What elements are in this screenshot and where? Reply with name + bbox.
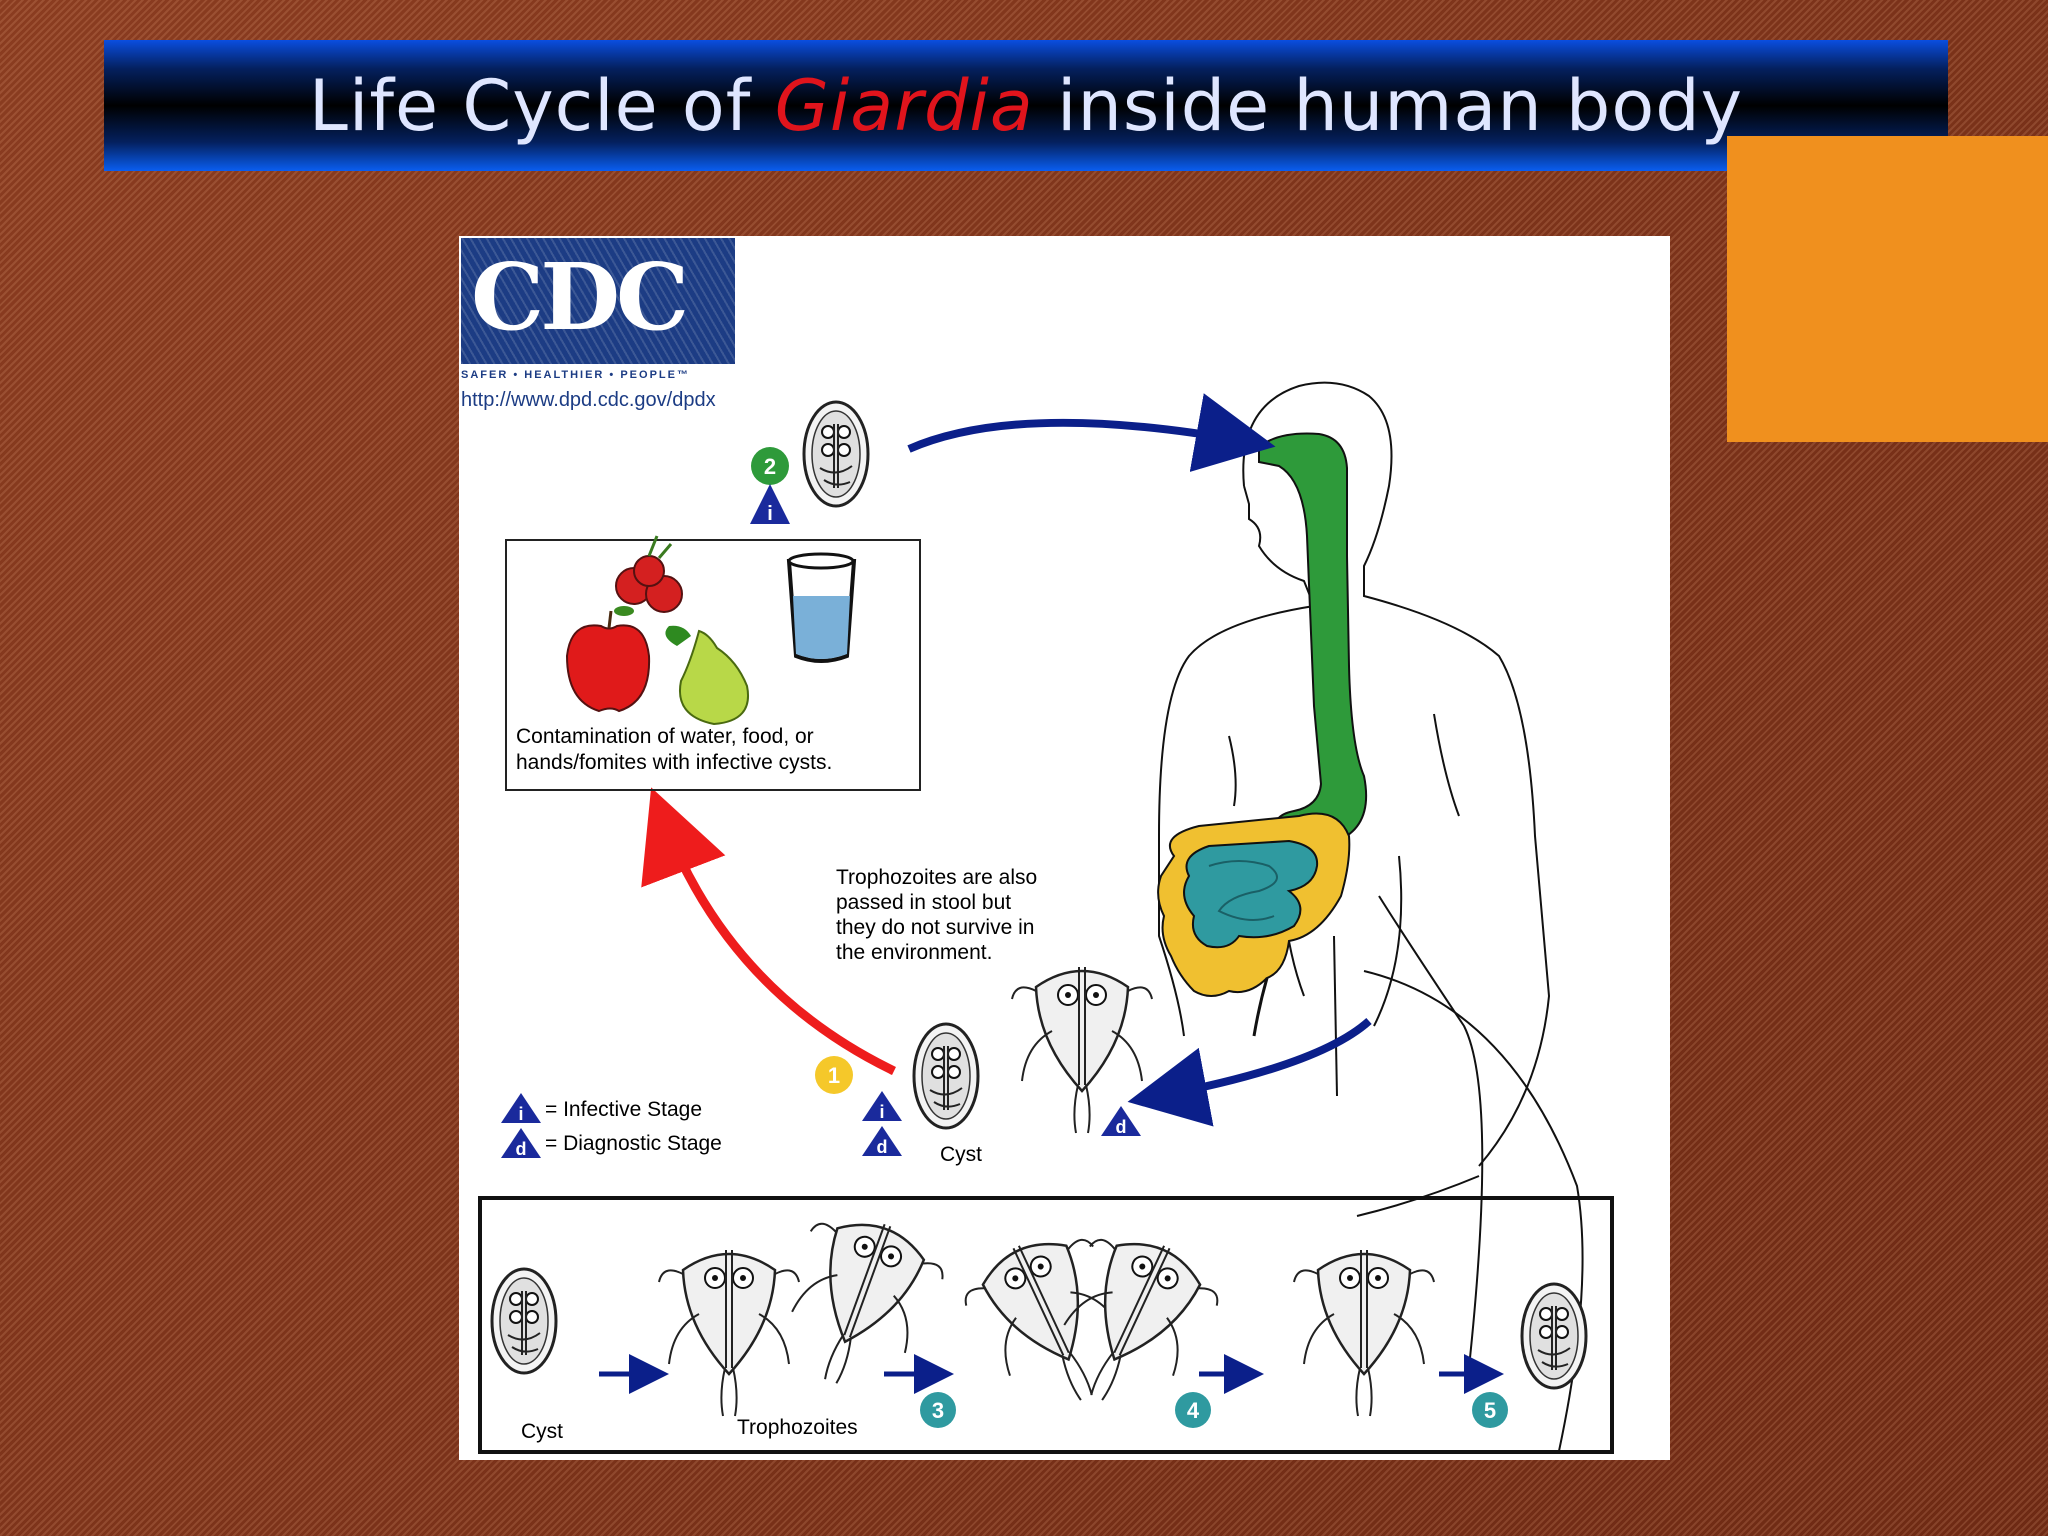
legend-diagnostic-marker: d bbox=[501, 1128, 541, 1159]
svg-text:i: i bbox=[518, 1104, 523, 1124]
diagnostic-marker: d bbox=[1101, 1106, 1141, 1137]
pear-icon bbox=[665, 625, 749, 726]
svg-text:5: 5 bbox=[1484, 1398, 1496, 1423]
svg-text:d: d bbox=[877, 1137, 888, 1157]
infective-marker: i bbox=[862, 1091, 902, 1122]
cdc-logo: CDC bbox=[461, 238, 735, 364]
cdc-tagline: SAFER • HEALTHIER • PEOPLE™ bbox=[461, 369, 690, 381]
stage-trophozoite-encysting bbox=[1292, 1248, 1436, 1418]
digestive-tract bbox=[1157, 432, 1368, 1037]
trophozoites-label: Trophozoites bbox=[737, 1416, 858, 1439]
trophozoite-note: Trophozoites are also passed in stool bu… bbox=[836, 866, 1038, 964]
title-genus: Giardia bbox=[774, 64, 1034, 147]
svg-text:d: d bbox=[1116, 1117, 1127, 1137]
passed-cyst bbox=[912, 1022, 980, 1130]
cyst-label: Cyst bbox=[940, 1143, 982, 1166]
contamination-box bbox=[505, 539, 921, 791]
diagnostic-marker: d bbox=[862, 1126, 902, 1157]
legend-diagnostic: = Diagnostic Stage bbox=[545, 1132, 722, 1155]
step-1-badge: 1 bbox=[815, 1056, 853, 1094]
cdc-logo-letters: CDC bbox=[471, 243, 689, 351]
ingestion-arrow bbox=[907, 393, 1276, 472]
svg-text:3: 3 bbox=[932, 1398, 944, 1423]
svg-text:i: i bbox=[879, 1102, 884, 1122]
step-3-badge: 3 bbox=[920, 1392, 956, 1428]
infective-marker: i bbox=[750, 484, 790, 525]
title-bar: Life Cycle of Giardia inside human body bbox=[104, 40, 1948, 171]
step-2-badge: 2 bbox=[751, 447, 789, 485]
apple-icon bbox=[565, 606, 651, 713]
cyst-bottom-label: Cyst bbox=[521, 1420, 563, 1443]
svg-text:d: d bbox=[516, 1139, 527, 1159]
excretion-arrow bbox=[1127, 1018, 1372, 1127]
water-glass-icon bbox=[786, 552, 857, 663]
passed-trophozoite bbox=[1010, 965, 1154, 1135]
svg-text:4: 4 bbox=[1187, 1398, 1200, 1423]
legend-infective-marker: i bbox=[501, 1093, 541, 1124]
contamination-arrow bbox=[641, 787, 896, 1076]
svg-text:2: 2 bbox=[764, 454, 776, 479]
accent-block bbox=[1727, 136, 2048, 442]
stage-cyst bbox=[490, 1267, 558, 1375]
legend-infective: = Infective Stage bbox=[545, 1098, 703, 1121]
life-cycle-diagram: 2 1 i i d d i d 3 4 5 CDC SAFER • HEALTH… bbox=[459, 236, 1670, 1460]
stage-new-cyst bbox=[1520, 1282, 1588, 1390]
svg-text:1: 1 bbox=[828, 1063, 840, 1088]
contamination-text: Contamination of water, food, or hands/f… bbox=[516, 725, 833, 774]
raspberry-icon bbox=[615, 535, 683, 613]
infective-cyst bbox=[802, 400, 870, 508]
stage-trophozoite bbox=[657, 1248, 801, 1418]
intestinal-stages-box bbox=[478, 1196, 1614, 1454]
step-4-badge: 4 bbox=[1175, 1392, 1211, 1428]
step-5-badge: 5 bbox=[1472, 1392, 1508, 1428]
svg-text:i: i bbox=[767, 503, 773, 525]
cdc-url: http://www.dpd.cdc.gov/dpdx bbox=[461, 389, 716, 411]
diagram-canvas: 2 1 i i d d i d 3 4 5 bbox=[478, 381, 1614, 1454]
slide-title: Life Cycle of Giardia inside human body bbox=[308, 64, 1744, 147]
